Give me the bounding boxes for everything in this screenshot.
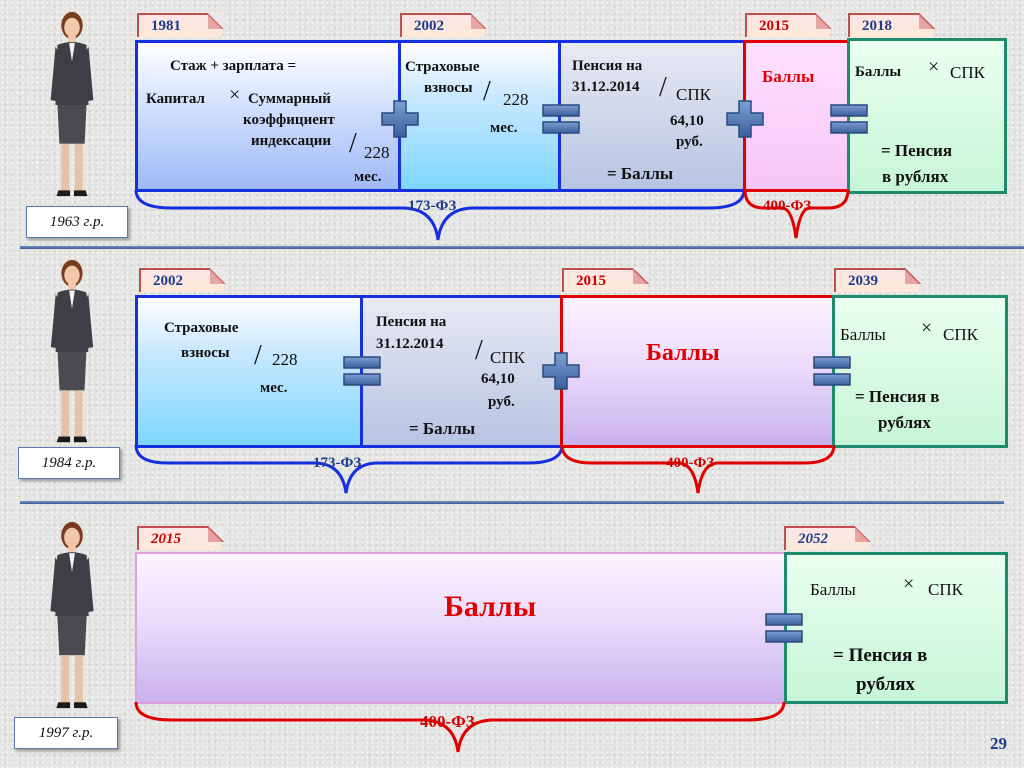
points-box: [560, 295, 835, 448]
brace-400: [134, 701, 786, 753]
divide-icon: /: [483, 76, 491, 107]
points-box: [135, 552, 787, 704]
box-text: мес.: [260, 380, 288, 396]
year-tab-1981: 1981: [137, 13, 224, 37]
year-tab-2018: 2018: [848, 13, 935, 37]
box-text: мес.: [354, 169, 382, 185]
box-text: в рублях: [882, 167, 949, 186]
box-text: Суммарный: [248, 91, 331, 107]
plus-icon: [541, 351, 581, 391]
box-text: 228: [364, 143, 390, 162]
contributions-box: [135, 295, 363, 448]
box-text: Баллы: [855, 64, 902, 80]
woman-figure-icon: [44, 518, 100, 714]
equals-icon: [541, 99, 581, 139]
year-tab-2002: 2002: [139, 268, 226, 292]
box-text: взносы: [181, 345, 230, 361]
year-tab-2052: 2052: [784, 526, 871, 550]
law-label: 173-ФЗ: [313, 455, 362, 471]
box-text: Баллы: [444, 590, 537, 623]
pension-rub-box: [832, 295, 1008, 448]
divide-icon: /: [659, 72, 667, 103]
box-text: СПК: [490, 348, 525, 367]
box-text: = Пенсия в: [855, 387, 940, 406]
box-text: Страховые: [405, 59, 480, 75]
birth-year-label: 1963 г.р.: [26, 206, 128, 238]
brace-400: [743, 189, 850, 239]
multiply-icon: ×: [928, 56, 940, 78]
box-text: руб.: [488, 394, 515, 410]
year-tab-2015: 2015: [745, 13, 832, 37]
divider: [20, 246, 1024, 249]
box-text: Капитал: [146, 91, 205, 107]
box-text: руб.: [676, 134, 703, 150]
box-text: СПК: [928, 580, 963, 599]
year-tab-2002: 2002: [400, 13, 487, 37]
box-text: рублях: [856, 674, 916, 695]
law-label: 173-ФЗ: [408, 198, 457, 214]
divide-icon: /: [349, 128, 357, 159]
birth-year-label: 1984 г.р.: [18, 447, 120, 479]
box-text: Баллы: [840, 325, 886, 344]
box-text: = Баллы: [409, 419, 476, 438]
brace-173: [134, 444, 564, 494]
brace-400: [560, 444, 836, 494]
box-text: = Баллы: [607, 164, 674, 183]
equals-icon: [764, 608, 804, 648]
plus-icon: [725, 99, 765, 139]
plus-icon: [380, 99, 420, 139]
box-text: взносы: [424, 80, 473, 96]
multiply-icon: ×: [921, 317, 933, 339]
birth-year-label: 1997 г.р.: [14, 717, 118, 749]
box-text: рублях: [878, 413, 931, 432]
box-text: 31.12.2014: [572, 79, 640, 95]
woman-figure-icon: [44, 8, 100, 202]
box-text: 64,10: [670, 113, 704, 129]
box-text: 31.12.2014: [376, 336, 444, 352]
law-label: 400-ФЗ: [666, 455, 715, 471]
box-text: Пенсия на: [376, 314, 447, 330]
box-text: Баллы: [810, 580, 856, 599]
equals-icon: [812, 351, 852, 391]
capital-box: [135, 40, 401, 192]
box-text: = Пенсия: [881, 141, 953, 160]
box-text: Страховые: [164, 320, 239, 336]
box-text: Пенсия на: [572, 58, 643, 74]
box-text: 228: [503, 90, 529, 109]
divide-icon: /: [475, 335, 483, 366]
year-tab-2015: 2015: [562, 268, 649, 292]
brace-173: [134, 189, 746, 241]
box-text: СПК: [676, 85, 711, 104]
multiply-icon: ×: [903, 573, 915, 595]
box-text: Стаж + зарплата =: [170, 58, 296, 74]
box-text: СПК: [950, 63, 985, 82]
year-tab-2039: 2039: [834, 268, 921, 292]
pension-2014-box: [360, 295, 563, 448]
year-tab-2015: 2015: [137, 526, 224, 550]
equals-icon: [829, 99, 869, 139]
box-text: Баллы: [646, 340, 720, 366]
divider: [20, 501, 1004, 504]
box-text: коэффициент: [243, 112, 335, 128]
box-text: индексации: [251, 133, 332, 149]
page-number: 29: [990, 734, 1007, 753]
woman-figure-icon: [44, 256, 100, 448]
box-text: СПК: [943, 325, 978, 344]
box-text: Баллы: [762, 67, 815, 86]
law-label: 400-ФЗ: [763, 198, 812, 214]
equals-icon: [342, 351, 382, 391]
box-text: 228: [272, 350, 298, 369]
pension-rub-box: [784, 552, 1008, 704]
box-text: мес.: [490, 120, 518, 136]
box-text: 64,10: [481, 371, 515, 387]
box-text: = Пенсия в: [833, 645, 928, 666]
divide-icon: /: [254, 340, 262, 371]
multiply-icon: ×: [229, 84, 241, 106]
law-label: 400-ФЗ: [420, 712, 475, 731]
